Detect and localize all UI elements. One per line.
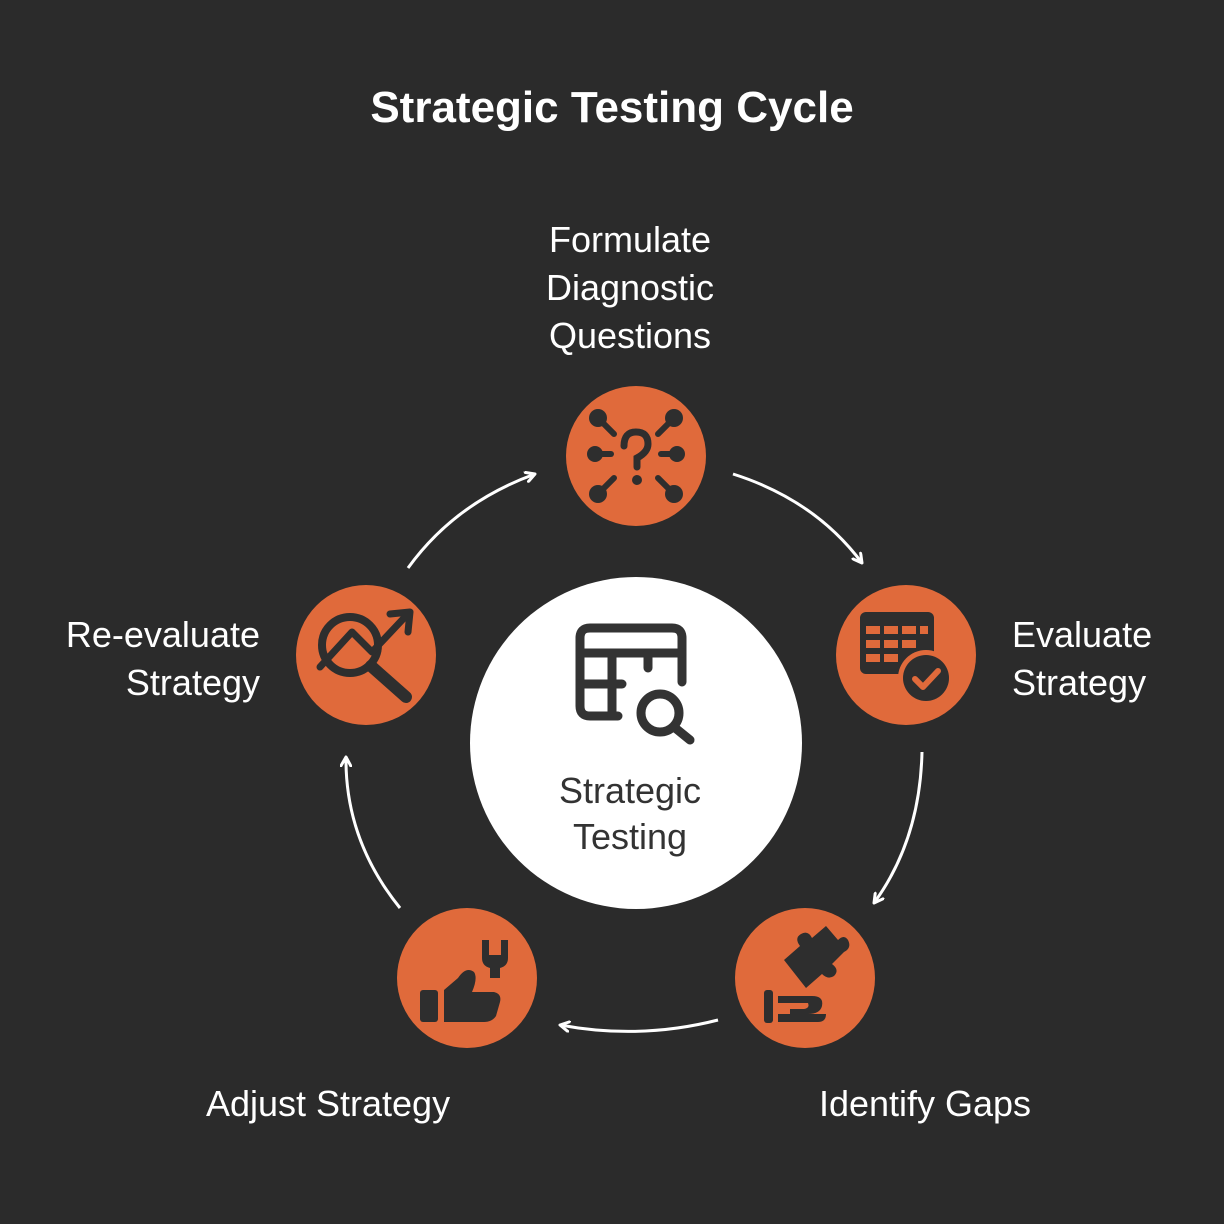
step-label-evaluate: Evaluate Strategy (1012, 614, 1153, 703)
step-label-reevaluate: Re-evaluate Strategy (65, 614, 260, 703)
step-label-formulate: Formulate Diagnostic Questions (545, 219, 715, 356)
step-label-adjust: Adjust Strategy (205, 1083, 451, 1124)
arrow-gaps-to-adjust (560, 1018, 719, 1033)
thumbs-up-wrench-icon (420, 940, 508, 1022)
question-network-icon (587, 409, 685, 503)
arrow-evaluate-to-gaps (874, 751, 924, 903)
step-circle-reevaluate (296, 585, 436, 725)
hand-puzzle-icon (764, 926, 850, 1023)
table-check-icon (860, 612, 954, 706)
diagram-title: Strategic Testing Cycle (370, 83, 854, 132)
step-label-gaps: Identify Gaps (818, 1083, 1032, 1124)
center-circle (470, 577, 802, 909)
arrow-adjust-to-reevaluate (346, 757, 402, 909)
arrow-reevaluate-to-formulate (406, 474, 535, 569)
trend-magnifier-icon (316, 608, 414, 703)
arrow-formulate-to-evaluate (732, 472, 862, 563)
table-search-icon (575, 623, 695, 745)
center-label: Strategic Testing (558, 770, 702, 857)
